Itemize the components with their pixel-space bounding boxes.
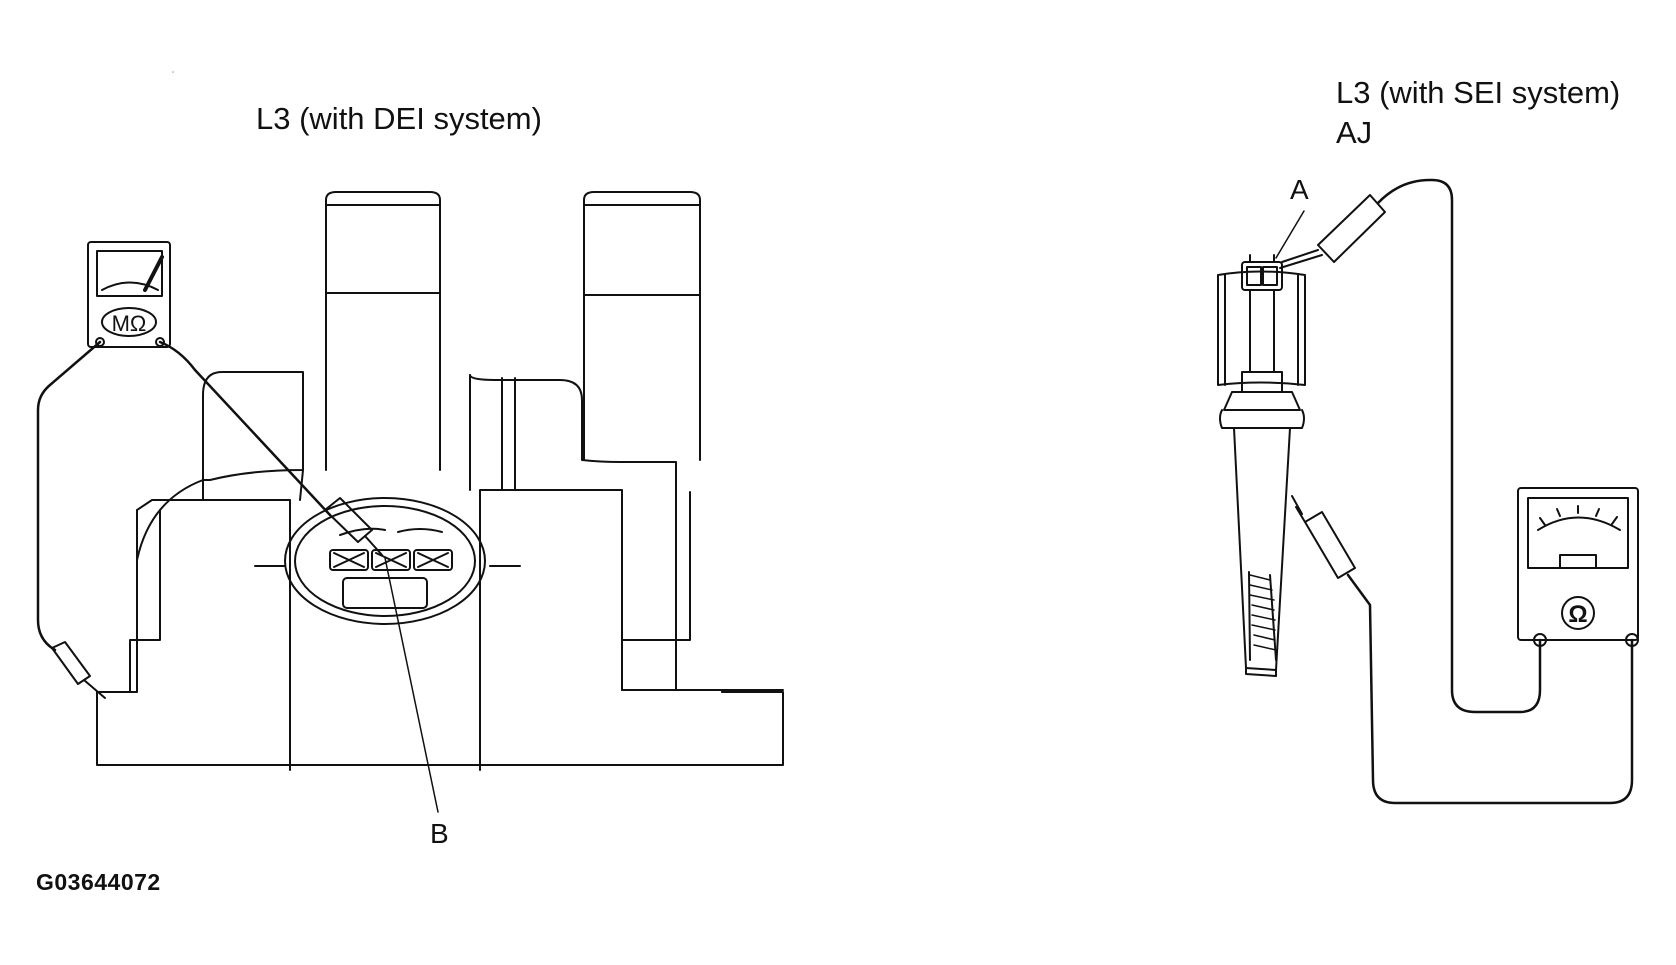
sei-probe-a bbox=[1279, 194, 1386, 269]
callout-a-label: A bbox=[1290, 174, 1309, 205]
dei-probe-terminal bbox=[324, 497, 383, 556]
left-panel-title: L3 (with DEI system) bbox=[256, 101, 542, 136]
ohmmeter-terminal-negative bbox=[1533, 633, 1547, 647]
meter-unit-label: MΩ bbox=[112, 311, 147, 336]
dei-probe-ground bbox=[51, 641, 106, 699]
callout-b-leader bbox=[384, 557, 439, 813]
megaohm-meter bbox=[87, 241, 171, 348]
sei-test-lead-a bbox=[1376, 178, 1542, 714]
coil-connector-oval bbox=[284, 497, 486, 625]
ohmmeter-unit-circle bbox=[1561, 596, 1595, 630]
callout-b-label: B bbox=[430, 818, 449, 849]
coil-right-shoulder bbox=[469, 374, 677, 691]
ohmmeter-dial-arc bbox=[1537, 516, 1621, 531]
right-panel-title: L3 (with SEI system) bbox=[1336, 75, 1621, 110]
scan-speck bbox=[172, 71, 174, 73]
sei-coil-boot bbox=[1233, 427, 1291, 671]
ohmmeter-terminal-positive bbox=[1625, 633, 1639, 647]
meter-dial-arc bbox=[101, 281, 159, 291]
coil-base-plate bbox=[96, 689, 784, 766]
dei-test-lead-terminal bbox=[158, 340, 332, 517]
sei-connector bbox=[1241, 261, 1283, 291]
meter-terminal-negative bbox=[95, 337, 105, 347]
coil-left-tower bbox=[325, 191, 441, 471]
callout-a-leader bbox=[1275, 210, 1305, 259]
meter-terminal-positive bbox=[155, 337, 165, 347]
sei-test-lead-boot bbox=[1346, 573, 1634, 805]
coil-left-shoulder bbox=[202, 371, 304, 481]
right-panel-subtitle: AJ bbox=[1336, 115, 1373, 150]
meter-unit-oval bbox=[101, 307, 157, 337]
meter-needle bbox=[143, 255, 164, 292]
dei-test-lead-ground bbox=[36, 340, 102, 652]
figure-id: G03644072 bbox=[36, 869, 161, 895]
sei-ignition-coil bbox=[1217, 254, 1306, 677]
sei-boot-spring bbox=[1249, 574, 1277, 651]
coil-body-inner-right bbox=[621, 491, 691, 691]
coil-connector-terminals bbox=[329, 527, 453, 609]
coil-body-inner-left bbox=[129, 509, 161, 693]
sei-probe-boot bbox=[1291, 495, 1356, 579]
ohmmeter-unit-label: Ω bbox=[1568, 601, 1587, 628]
sei-coil-shaft bbox=[1249, 289, 1275, 373]
dei-ignition-coil bbox=[96, 191, 784, 771]
coil-right-tower bbox=[583, 191, 701, 461]
ohmmeter bbox=[1517, 487, 1639, 647]
sei-mounting-block bbox=[1217, 270, 1306, 386]
